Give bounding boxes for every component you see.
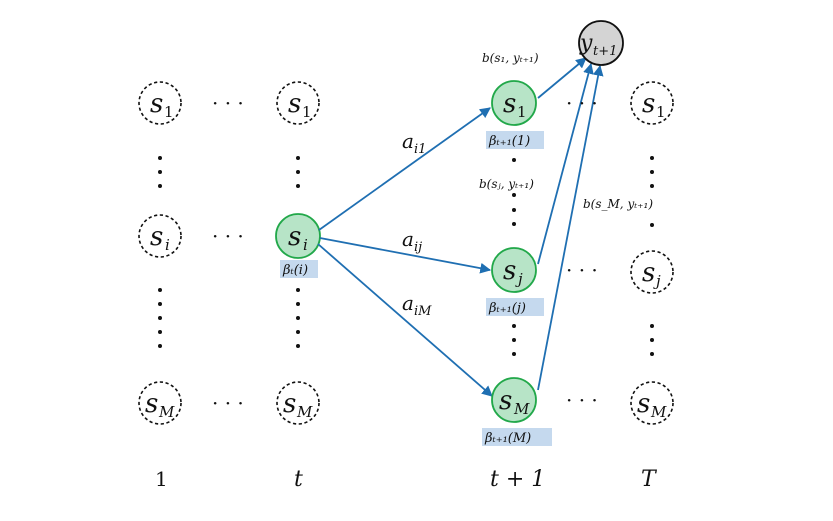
svg-text:M: M	[650, 403, 667, 421]
svg-text:s: s	[637, 389, 650, 419]
node-s1-colt1: s 1	[491, 80, 537, 126]
vertical-dots-col1	[158, 156, 162, 348]
vertical-dots-colt1	[512, 158, 516, 356]
svg-text:i1: i1	[414, 142, 426, 157]
hdots-rowM-a: · · ·	[212, 391, 244, 415]
svg-text:M: M	[296, 403, 313, 421]
node-sM-colt1: s M	[491, 377, 537, 423]
node-s1-colt: s 1	[276, 81, 320, 125]
node-observation: y t+1	[578, 20, 624, 66]
svg-text:j: j	[653, 272, 661, 290]
svg-text:1: 1	[302, 103, 312, 121]
svg-text:1: 1	[656, 103, 666, 121]
column-label-1: 1	[155, 467, 168, 491]
svg-text:s: s	[283, 389, 296, 419]
column-label-t1: t + 1	[490, 467, 545, 492]
edge-a-ij	[319, 237, 492, 274]
svg-text:a: a	[402, 227, 414, 251]
node-sj-colt1: s j	[491, 247, 537, 293]
svg-text:i: i	[165, 236, 170, 254]
hdots-rowi-a: · · ·	[212, 224, 244, 248]
svg-text:βₜ₊₁(j): βₜ₊₁(j)	[488, 301, 526, 316]
label-b-sM: b(s_M, yₜ₊₁)	[583, 197, 653, 211]
label-a-ij: a ij	[402, 227, 422, 255]
svg-text:y: y	[579, 31, 593, 56]
edge-b-sj	[537, 62, 594, 265]
label-a-iM: a iM	[402, 291, 432, 319]
label-b-s1: b(s₁, yₜ₊₁)	[482, 51, 539, 65]
node-sM-col1: s M	[138, 381, 182, 425]
edge-b-sM	[537, 64, 604, 391]
svg-text:s: s	[642, 89, 655, 119]
edge-a-i1	[318, 107, 491, 231]
svg-text:1: 1	[164, 103, 174, 121]
hdots-rowj-b: · · ·	[566, 258, 598, 282]
svg-text:ij: ij	[414, 240, 422, 255]
svg-text:i: i	[303, 236, 308, 254]
column-label-t: t	[294, 467, 303, 492]
svg-text:βₜ₊₁(M): βₜ₊₁(M)	[484, 431, 531, 446]
node-si-col1: s i	[138, 214, 182, 258]
node-sM-colt: s M	[276, 381, 320, 425]
svg-text:M: M	[513, 400, 530, 418]
svg-text:M: M	[158, 403, 175, 421]
svg-text:s: s	[503, 256, 516, 286]
svg-text:s: s	[642, 258, 655, 288]
beta-t1-M: βₜ₊₁(M)	[482, 428, 552, 446]
svg-text:1: 1	[517, 103, 527, 121]
edge-a-iM	[317, 243, 493, 397]
hdots-rowM-b: · · ·	[566, 388, 598, 412]
column-label-T: T	[641, 467, 658, 492]
svg-text:s: s	[150, 222, 163, 252]
svg-text:s: s	[288, 222, 301, 252]
svg-text:s: s	[145, 389, 158, 419]
label-b-sj: b(sⱼ, yₜ₊₁)	[479, 177, 534, 191]
node-s1-col1: s 1	[138, 81, 182, 125]
beta-t1-j: βₜ₊₁(j)	[486, 298, 544, 316]
edge-b-s1	[537, 57, 587, 99]
label-a-i1: a i1	[402, 129, 426, 157]
beta-t-i: βₜ(i)	[280, 260, 318, 278]
svg-text:s: s	[503, 89, 516, 119]
svg-text:βₜ₊₁(1): βₜ₊₁(1)	[488, 134, 530, 149]
svg-text:βₜ(i): βₜ(i)	[282, 263, 308, 278]
node-sj-colT: s j	[630, 250, 674, 294]
hdots-row1-a: · · ·	[212, 91, 244, 115]
svg-text:s: s	[288, 89, 301, 119]
svg-text:a: a	[402, 291, 414, 315]
vertical-dots-colT	[650, 156, 654, 356]
beta-t1-1: βₜ₊₁(1)	[486, 131, 544, 149]
node-sM-colT: s M	[630, 381, 674, 425]
hdots-row1-b: · · ·	[566, 91, 598, 115]
svg-text:s: s	[499, 386, 512, 416]
svg-text:j: j	[515, 270, 523, 288]
svg-text:t+1: t+1	[593, 44, 617, 59]
node-si-colt: s i	[275, 213, 321, 259]
vertical-dots-colt	[296, 156, 300, 348]
svg-text:s: s	[150, 89, 163, 119]
node-s1-colT: s 1	[630, 81, 674, 125]
svg-text:a: a	[402, 129, 414, 153]
svg-text:iM: iM	[414, 304, 432, 319]
